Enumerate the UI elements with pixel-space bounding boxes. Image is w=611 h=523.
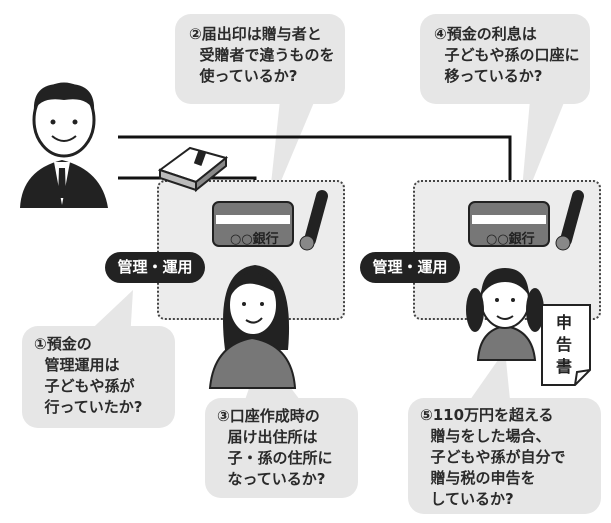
bubble-q1: ①預金の 管理運用は 子どもや孫が 行っていたか? [22, 326, 175, 428]
seal-icon [555, 190, 584, 251]
management-tag-1: 管理・運用 [105, 252, 205, 283]
bankbook-icon [212, 201, 294, 247]
seal-icon [299, 190, 328, 251]
bankbook-label: ○○銀行 [230, 232, 279, 247]
bubble-q2: ②届出印は贈与者と 受贈者で違うものを 使っているか? [175, 14, 345, 104]
bankbook-label: ○○銀行 [486, 232, 535, 247]
bubble-q5-tail [470, 350, 510, 400]
daughter-icon [208, 265, 297, 389]
declaration-document-icon [541, 304, 591, 386]
bankbook-icon [468, 201, 550, 247]
grandchild-icon [466, 268, 544, 361]
bankbook-1: ○○銀行 [212, 201, 294, 251]
bankbook-2: ○○銀行 [468, 201, 550, 251]
bubble-q3: ③口座作成時の 届け出住所は 子・孫の住所に なっているか? [205, 398, 358, 498]
management-tag-2: 管理・運用 [360, 252, 460, 283]
bubble-q5: ⑤110万円を超える 贈与をした場合、 子どもや孫が自分で 贈与税の申告を して… [408, 398, 601, 514]
declaration-document-label: 申告書 [556, 313, 573, 376]
bubble-q4: ④預金の利息は 子どもや孫の口座に 移っているか? [420, 14, 590, 104]
grandfather-icon [20, 82, 108, 208]
